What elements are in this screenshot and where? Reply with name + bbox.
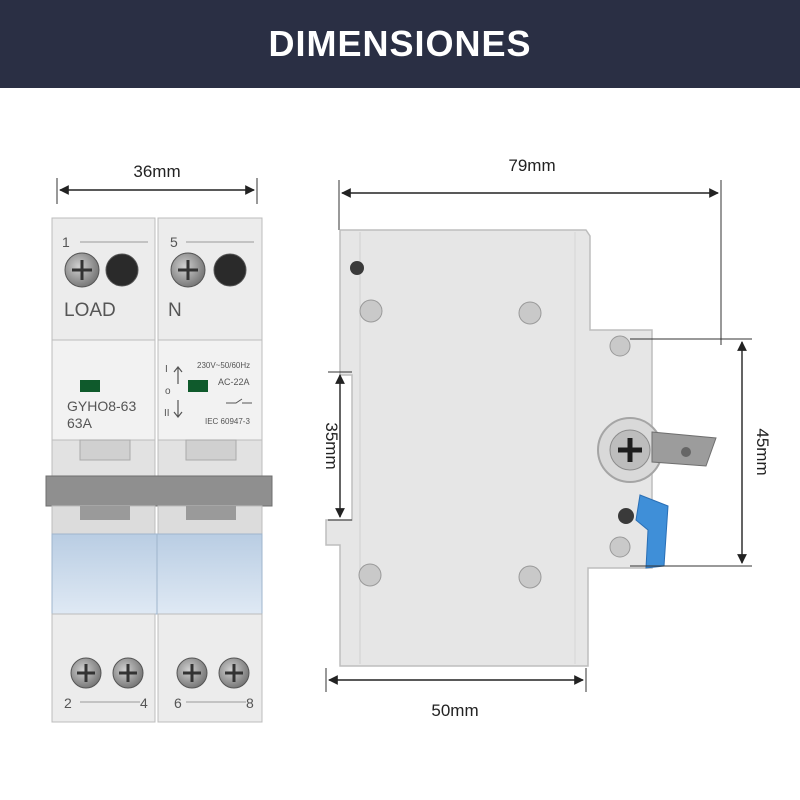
- dimension-label-45mm: 45mm: [753, 428, 772, 475]
- position-2-label: II: [164, 408, 170, 419]
- terminal-4-label: 4: [140, 695, 148, 711]
- category-label: AC-22A: [218, 377, 250, 387]
- rivet-icon: [609, 536, 631, 558]
- toggle-bar: [45, 475, 273, 507]
- rivet-icon: [359, 299, 383, 323]
- dimension-label-36mm: 36mm: [133, 162, 180, 181]
- model-label: GYHO8-63: [67, 398, 136, 414]
- dimension-79mm: 79mm: [338, 156, 722, 345]
- dimension-label-50mm: 50mm: [431, 701, 478, 720]
- rivet-icon: [358, 563, 382, 587]
- terminal-5-label: 5: [170, 234, 178, 250]
- terminal-8-label: 8: [246, 695, 254, 711]
- position-1-label: I: [165, 364, 168, 375]
- neutral-label: N: [168, 300, 182, 321]
- dimension-50mm: 50mm: [325, 668, 587, 720]
- position-0-label: o: [165, 386, 171, 397]
- din-clip: [635, 494, 669, 569]
- breaker-front-view: 1 5 LOAD N GYHO8-63 63A 230V~50/60Hz AC-…: [45, 217, 273, 723]
- dimension-36mm: 36mm: [56, 162, 258, 204]
- indicator-window-right: [188, 380, 208, 392]
- terminal-1-label: 1: [62, 234, 70, 250]
- rivet-icon: [518, 565, 542, 589]
- mounting-hole: [618, 508, 634, 524]
- terminal-2-label: 2: [64, 695, 72, 711]
- dimension-label-35mm: 35mm: [322, 422, 341, 469]
- rating-label: 63A: [67, 415, 93, 431]
- dimension-label-79mm: 79mm: [508, 156, 555, 175]
- hole-icon: [105, 253, 139, 287]
- page-title: DIMENSIONES: [268, 23, 532, 64]
- mounting-hole: [350, 261, 364, 275]
- rivet-icon: [518, 301, 542, 325]
- voltage-label: 230V~50/60Hz: [197, 361, 250, 370]
- rivet-icon: [609, 335, 631, 357]
- load-label: LOAD: [64, 300, 116, 321]
- title-banner: [0, 0, 800, 88]
- breaker-side-view: [325, 229, 717, 667]
- dimension-35mm: 35mm: [322, 371, 352, 521]
- indicator-window-left: [80, 380, 100, 392]
- terminal-6-label: 6: [174, 695, 182, 711]
- dimension-45mm: 45mm: [630, 338, 772, 567]
- hole-icon: [213, 253, 247, 287]
- standard-label: IEC 60947-3: [205, 417, 250, 426]
